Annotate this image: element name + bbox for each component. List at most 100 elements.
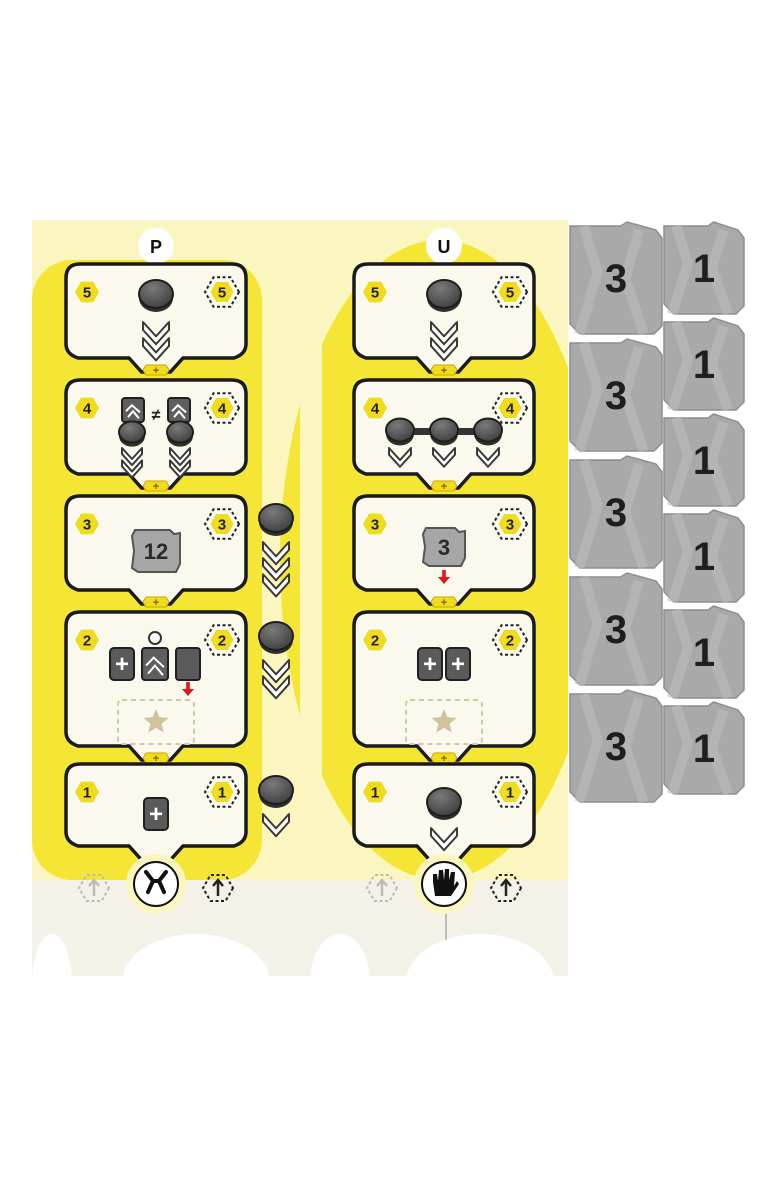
worker-card-icon (141, 647, 169, 681)
level-number: 3 (506, 517, 514, 534)
hex-fill (208, 512, 236, 536)
tile-texture (667, 224, 733, 316)
star-icon (143, 709, 169, 733)
bottom-circle (133, 861, 179, 907)
hex-fill (208, 396, 236, 420)
hex-fill (496, 396, 524, 420)
track-letter-badge: P (138, 228, 174, 264)
blank-card-icon (175, 647, 201, 681)
upgrade-hex-ring (489, 874, 523, 902)
level-number: 1 (218, 785, 226, 802)
arrow-down-icon (430, 827, 458, 852)
upgrade-hex-icon (489, 874, 523, 902)
chevron-down-icon (169, 447, 191, 467)
chevron-down-icon (262, 659, 290, 684)
tile-texture (667, 608, 733, 700)
level-number: 1 (83, 785, 91, 802)
plus-sign: + (423, 651, 437, 678)
score-tile: 3 (569, 689, 663, 804)
chevron-down-icon (262, 541, 290, 566)
star-slot-icon (405, 699, 483, 745)
level-hex-badge: 5 (491, 276, 529, 308)
plus-card-icon: + (109, 647, 135, 681)
scrap-tile-value: 3 (438, 535, 450, 560)
score-tile: 1 (663, 413, 745, 508)
hex-dotted-ring (203, 624, 241, 656)
hex-dotted-ring (203, 392, 241, 424)
score-tile: 3 (569, 338, 663, 453)
disc-top (426, 787, 462, 817)
score-tile: 1 (663, 701, 745, 796)
hex-fill (73, 395, 101, 421)
star-slot-icon (117, 699, 195, 745)
hex-fill (361, 395, 389, 421)
bonus-plus: + (153, 481, 159, 493)
tile-value: 1 (693, 727, 715, 771)
bonus-hex (430, 480, 458, 492)
scrap-tile-body (421, 527, 466, 567)
bonus-hex (142, 480, 170, 492)
tile-value: 1 (693, 247, 715, 291)
grabber-claw-icon (144, 870, 168, 894)
upgrade-hex-ring (201, 874, 235, 902)
disc-top (258, 775, 294, 805)
bonus-plus: + (441, 597, 447, 609)
chevron-down-icon (430, 321, 458, 346)
arrow-down-icon (476, 447, 500, 468)
disc-top (138, 279, 174, 309)
score-tile: 3 (569, 572, 663, 687)
level-number: 5 (218, 285, 226, 302)
chevron-down-icon (262, 675, 290, 700)
not-equal-icon: ≠ (152, 407, 161, 424)
disc-icon (426, 787, 462, 820)
bonus-plus: + (441, 365, 447, 377)
star-icon (431, 709, 457, 733)
hex-fill (361, 779, 389, 805)
level-hex-badge: 1 (491, 776, 529, 808)
level-number: 2 (83, 633, 91, 650)
tile-value: 3 (605, 257, 627, 301)
score-tile: 3 (569, 221, 663, 336)
arrow-down-icon (432, 447, 456, 468)
bonus-tab: + (142, 480, 170, 493)
star-slot-frame (405, 699, 483, 745)
worker-card-lines (171, 403, 187, 420)
card-body (417, 647, 443, 681)
level-number: 4 (371, 401, 380, 418)
bottom-action (414, 854, 474, 914)
red-arrow-head (182, 689, 194, 696)
level-number: 1 (371, 785, 379, 802)
chevron-down-icon (262, 813, 290, 838)
arrow-up-icon (212, 878, 224, 896)
score-tile: 1 (663, 221, 745, 316)
bonus-tab: + (430, 364, 458, 377)
red-arrow-shaft (186, 682, 190, 690)
worker-card-icon (167, 397, 191, 423)
tile-value: 3 (605, 374, 627, 418)
level-number: 5 (83, 285, 91, 302)
bonus-tab: + (142, 364, 170, 377)
chevron-down-icon (262, 573, 290, 598)
bonus-plus: + (441, 753, 447, 765)
hex-fill (73, 779, 101, 805)
chevron-down-icon (142, 321, 170, 346)
worker-card-body (141, 647, 169, 681)
tile-texture (574, 458, 649, 570)
level-number: 3 (371, 517, 379, 534)
double-arrow-down-icon (121, 447, 143, 479)
tile-value: 1 (693, 631, 715, 675)
hex-fill (496, 280, 524, 304)
double-arrow-down-icon (262, 541, 290, 598)
track-letter: P (150, 237, 162, 257)
double-arrow-down-icon (262, 659, 290, 700)
disc-icon (429, 417, 459, 446)
disc-icon (385, 417, 415, 446)
hex-fill (361, 627, 389, 653)
card-body (143, 797, 169, 831)
level-hex-badge: 4 (491, 392, 529, 424)
disc-icon (258, 775, 294, 808)
